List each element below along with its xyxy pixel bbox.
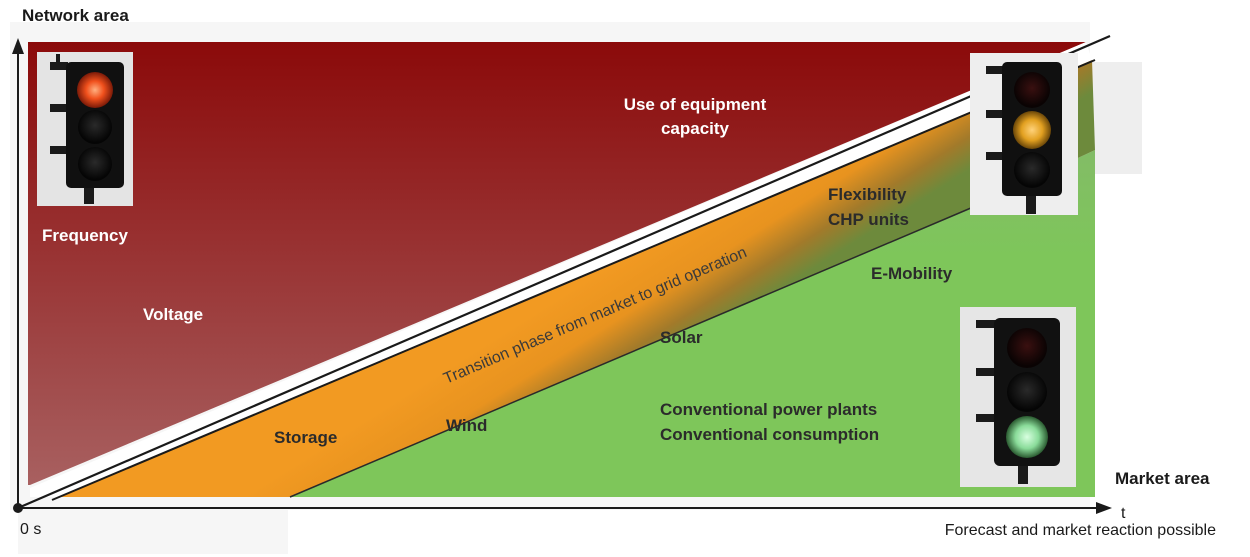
market-area-zone bbox=[290, 62, 1095, 497]
chp-units-label: CHP units bbox=[828, 210, 909, 229]
emobility-label: E-Mobility bbox=[871, 264, 953, 283]
equipment-label-line1: Use of equipment bbox=[624, 95, 767, 114]
conventional-consumption-label: Conventional consumption bbox=[660, 425, 879, 444]
voltage-label: Voltage bbox=[143, 305, 203, 324]
background-panel-bottom bbox=[18, 510, 288, 554]
x-axis-label: Market area bbox=[1115, 469, 1210, 488]
traffic-light-red bbox=[37, 52, 133, 206]
origin-label: 0 s bbox=[20, 521, 41, 538]
traffic-light-amber bbox=[970, 53, 1078, 215]
traffic-light-green bbox=[960, 307, 1076, 487]
solar-label: Solar bbox=[660, 328, 703, 347]
storage-label: Storage bbox=[274, 428, 337, 447]
background-panel-right bbox=[1090, 62, 1142, 174]
lower-boundary-line bbox=[51, 59, 1096, 501]
flexibility-label: Flexibility bbox=[828, 185, 907, 204]
y-axis-arrow bbox=[12, 38, 24, 54]
red-lamp-lit bbox=[77, 72, 113, 108]
separator-stripe bbox=[30, 42, 1092, 497]
y-axis-label: Network area bbox=[22, 6, 129, 25]
conventional-plants-label: Conventional power plants bbox=[660, 400, 877, 419]
green-lamp-lit bbox=[1006, 416, 1048, 458]
origin-dot bbox=[13, 503, 23, 513]
upper-boundary-line bbox=[17, 34, 1111, 510]
x-axis-arrow bbox=[1096, 502, 1112, 514]
equipment-label-line2: capacity bbox=[661, 119, 730, 138]
wind-label: Wind bbox=[446, 416, 487, 435]
network-area-zone bbox=[28, 42, 1086, 485]
amber-lamp-lit bbox=[1013, 111, 1051, 149]
frequency-label: Frequency bbox=[42, 226, 129, 245]
x-axis-unit: t bbox=[1121, 505, 1126, 522]
market-boundary-line bbox=[289, 204, 979, 498]
x-axis-caption: Forecast and market reaction possible bbox=[945, 522, 1216, 539]
